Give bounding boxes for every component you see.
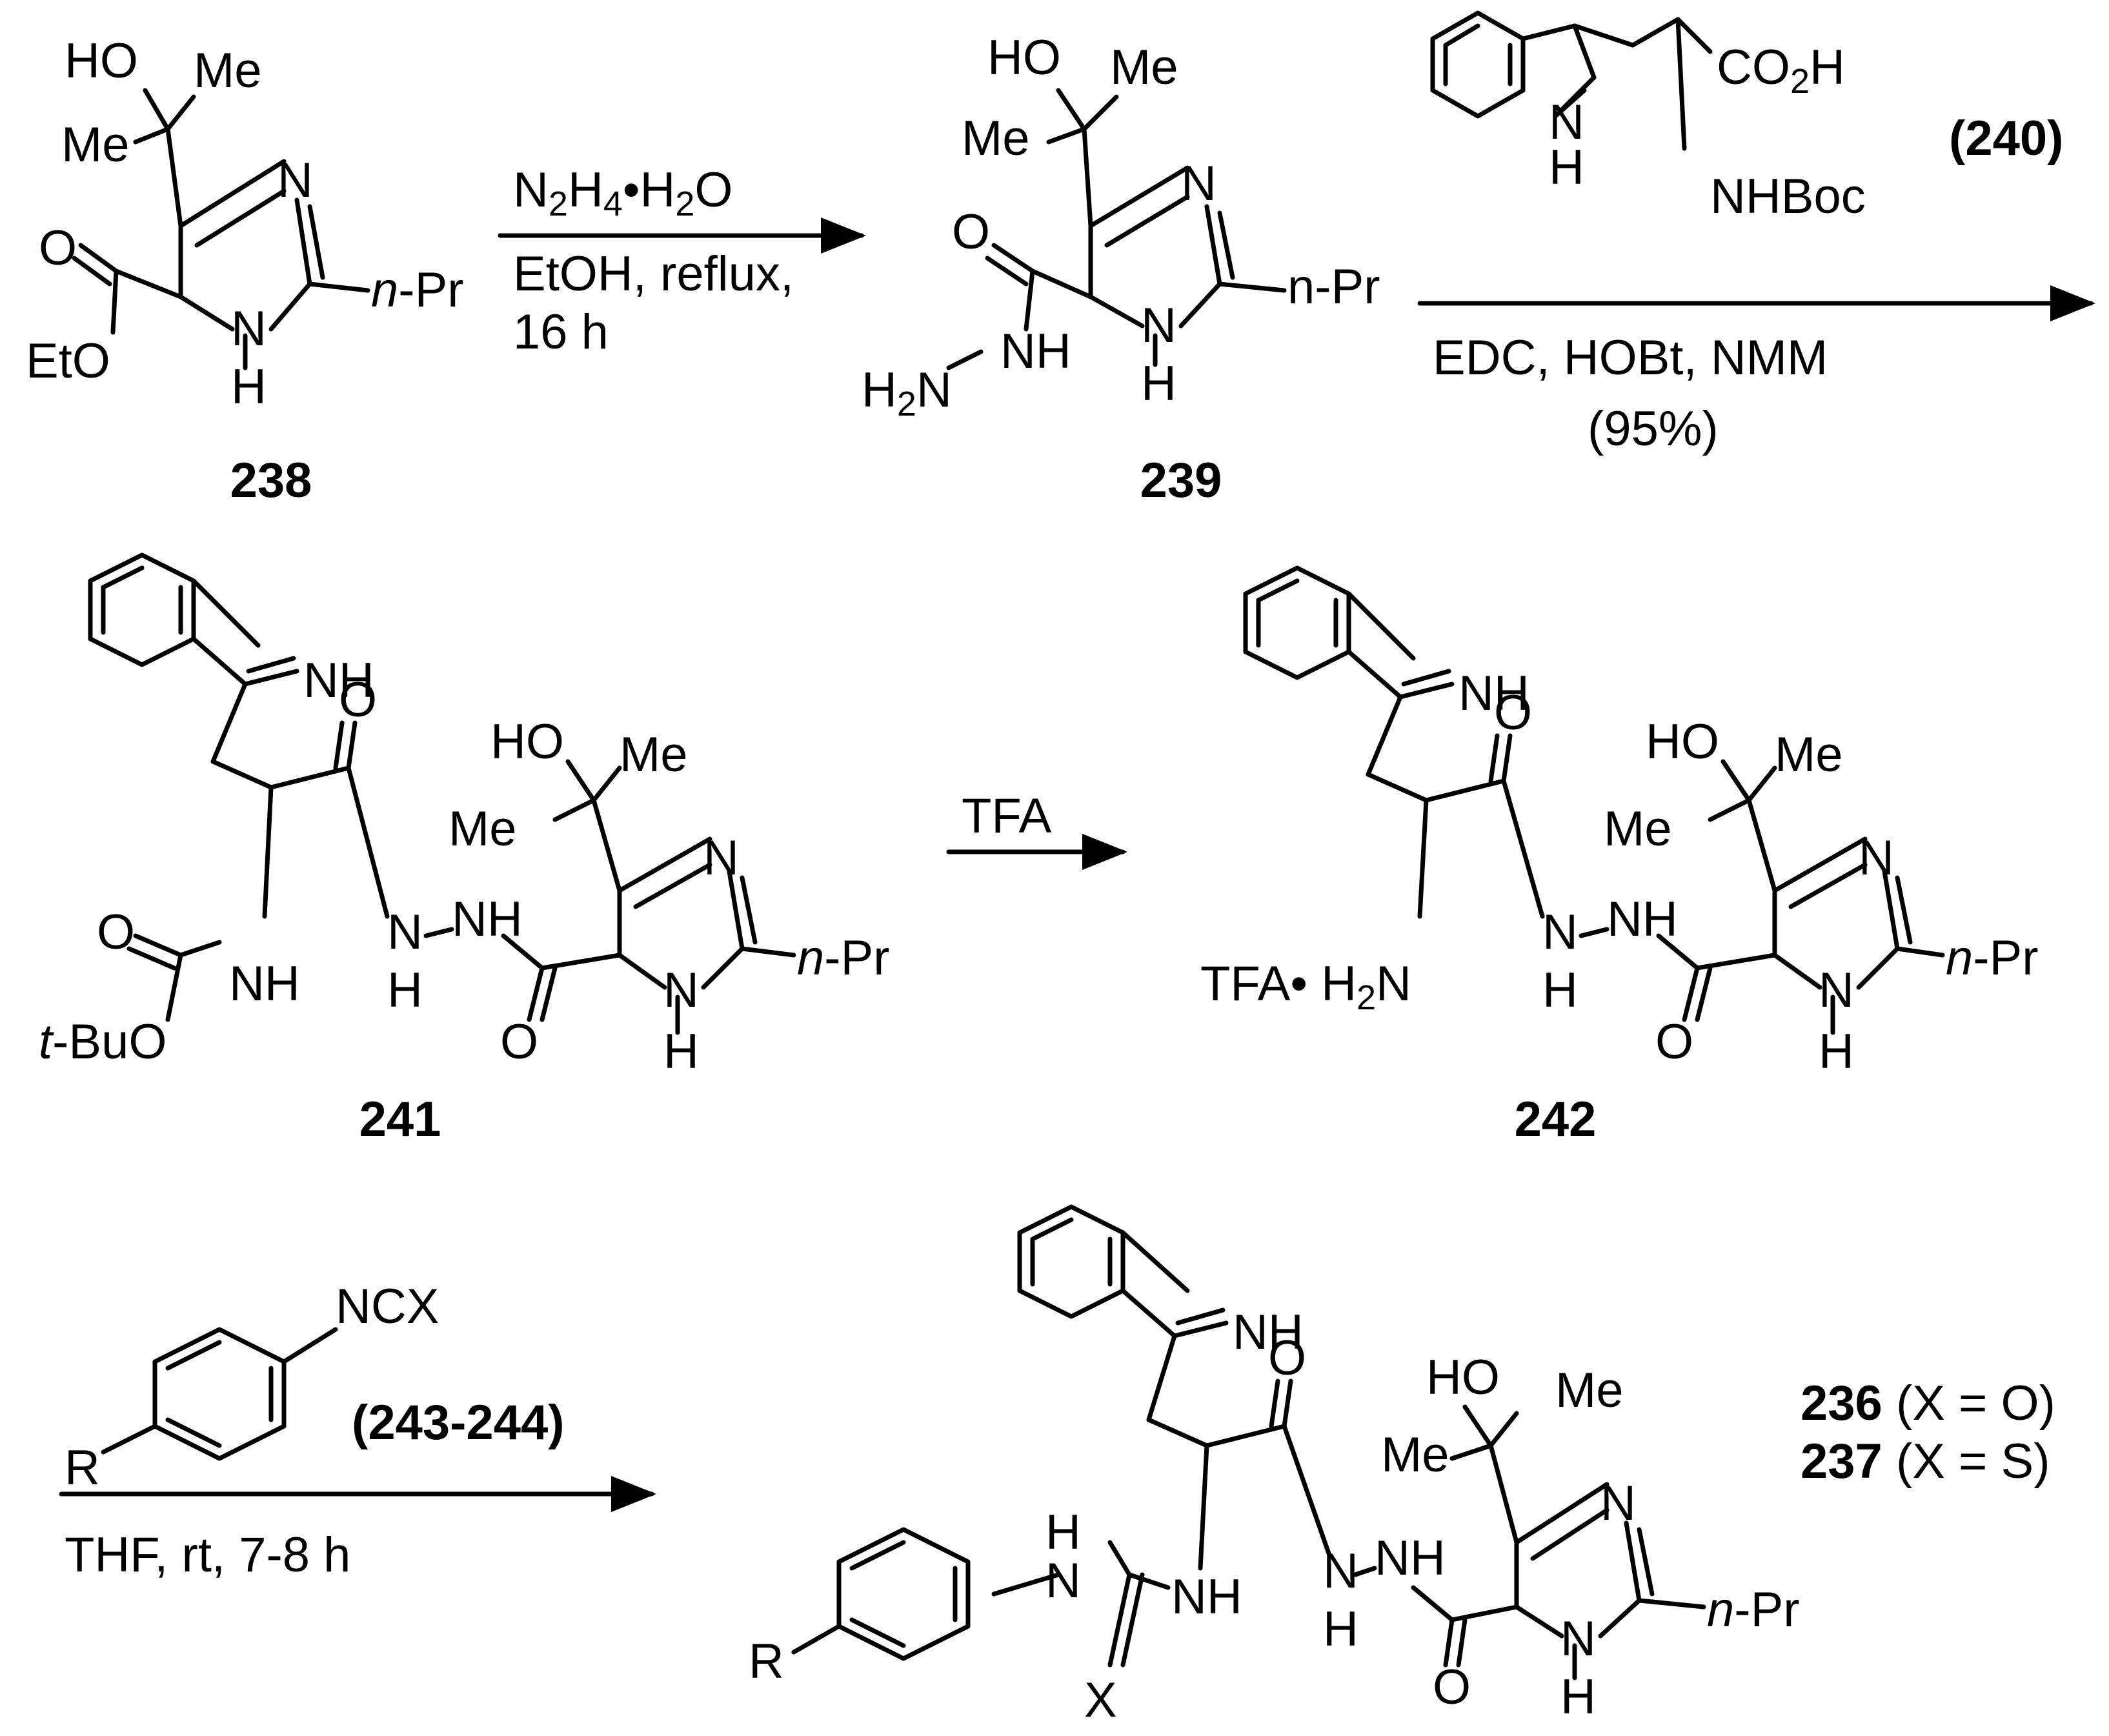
242-n1-imid: N	[1819, 963, 1854, 1018]
241-n1-imid: N	[663, 963, 699, 1018]
239-h: H	[1141, 356, 1176, 411]
242-o-amide: O	[1494, 685, 1532, 740]
final-o-imid: O	[1433, 1660, 1471, 1715]
label-239: 239	[1140, 453, 1222, 508]
241-nh-indole: NH	[303, 653, 374, 708]
final-o-amide: O	[1268, 1331, 1306, 1386]
final-npr: n-Pr	[1707, 1582, 1800, 1637]
241-nh-hydrazide: NH	[452, 892, 523, 947]
238-ho: HO	[65, 34, 138, 88]
242-h-imid: H	[1819, 1024, 1854, 1079]
242-h-hydrazide: H	[1542, 963, 1578, 1018]
238-h: H	[231, 359, 267, 414]
242-ho: HO	[1646, 714, 1719, 769]
239-n1: N	[1141, 298, 1176, 353]
final-h-urea: H	[1045, 1505, 1081, 1560]
238-n: N	[278, 153, 313, 208]
238-me-top: Me	[194, 43, 262, 98]
final-me-top: Me	[1555, 1363, 1624, 1418]
label-237: 237 (X = S)	[1801, 1434, 2050, 1489]
239-me-left: Me	[962, 111, 1030, 166]
242-n-imid: N	[1859, 831, 1894, 885]
239-npr: n-Pr	[1287, 259, 1380, 314]
241-o-amide: O	[339, 672, 377, 727]
242-o-imid: O	[1655, 1014, 1693, 1069]
242-me-top: Me	[1775, 727, 1843, 782]
242-n-hydrazide: N	[1542, 905, 1578, 960]
241-me-left: Me	[449, 802, 517, 856]
241-o-carbamate: O	[97, 905, 135, 960]
final-nh-urea: NH	[1171, 1569, 1242, 1624]
label-243-244: (243-244)	[352, 1395, 565, 1450]
239-o: O	[952, 205, 990, 259]
compound-236-237	[791, 1204, 1706, 1680]
241-o-imid: O	[500, 1014, 538, 1069]
238-o: O	[39, 221, 77, 276]
compound-238	[72, 88, 370, 370]
final-n1-imid: N	[1560, 1611, 1596, 1666]
reagent-243-244	[101, 1327, 338, 1461]
final-nh-hydrazide: NH	[1375, 1531, 1446, 1586]
241-nh-carbamate: NH	[229, 956, 300, 1011]
final-h-hydrazide: H	[1323, 1602, 1358, 1657]
final-n-hydrazide: N	[1323, 1544, 1358, 1599]
241-h-hydrazide: H	[387, 963, 423, 1018]
label-242: 242	[1515, 1092, 1597, 1147]
242-tfa-h2n: TFA• H2N	[1200, 956, 1411, 1017]
final-h-imid: H	[1560, 1670, 1596, 1724]
238-me-left: Me	[61, 117, 130, 172]
242-nh-indole: NH	[1458, 666, 1529, 721]
240-h: H	[1549, 140, 1584, 195]
final-x: X	[1084, 1673, 1117, 1728]
reagent-n2h4: N2H4•H2O	[513, 163, 733, 223]
reagent-thf: THF, rt, 7-8 h	[65, 1528, 350, 1582]
label-238: 238	[230, 453, 312, 508]
reagent-edc: EDC, HOBt, NMM	[1433, 330, 1828, 385]
compound-240	[1430, 10, 1713, 151]
238-eto: EtO	[26, 334, 110, 389]
final-n-imid: N	[1600, 1476, 1636, 1531]
241-ho: HO	[490, 714, 564, 769]
239-me-top: Me	[1110, 40, 1178, 95]
241-n-hydrazide: N	[387, 905, 423, 960]
240-nhboc: NHBoc	[1710, 169, 1866, 224]
241-n-imid: N	[703, 831, 739, 885]
compound-239	[946, 88, 1287, 370]
239-h2n: H2N	[862, 363, 952, 423]
label-236: 236 (X = O)	[1801, 1376, 2055, 1431]
final-n-urea: N	[1045, 1553, 1081, 1608]
label-240: (240)	[1949, 111, 2063, 166]
compound-242	[1243, 565, 1945, 1035]
reagent-tfa: TFA	[962, 789, 1052, 843]
final-nh-indole: NH	[1233, 1305, 1304, 1360]
241-npr: n-Pr	[797, 931, 890, 985]
final-r: R	[749, 1634, 784, 1689]
reagent-time: 16 h	[513, 305, 609, 359]
240-co2h: CO2H	[1717, 40, 1845, 101]
reagent-etoh: EtOH, reflux,	[513, 247, 794, 301]
239-ho: HO	[987, 30, 1061, 85]
239-nh: NH	[1000, 324, 1071, 379]
label-241: 241	[359, 1092, 441, 1147]
final-ho: HO	[1426, 1350, 1500, 1405]
compound-241	[88, 552, 796, 1035]
242-nh-hydrazide: NH	[1607, 892, 1678, 947]
reagent-yield: (95%)	[1588, 401, 1719, 456]
reagent-ncx: NCX	[336, 1279, 439, 1334]
241-tbuo: t-BuO	[39, 1014, 167, 1069]
240-nh: N	[1549, 95, 1584, 150]
reagent-r: R	[65, 1440, 100, 1495]
241-me-top: Me	[620, 727, 688, 782]
final-me-left: Me	[1381, 1428, 1449, 1482]
238-npr: n-Pr	[371, 263, 464, 318]
242-me-left: Me	[1604, 802, 1672, 856]
238-n1: N	[231, 301, 267, 356]
239-n: N	[1181, 156, 1216, 211]
242-npr: n-Pr	[1946, 931, 2039, 985]
241-h-imid: H	[663, 1024, 699, 1079]
